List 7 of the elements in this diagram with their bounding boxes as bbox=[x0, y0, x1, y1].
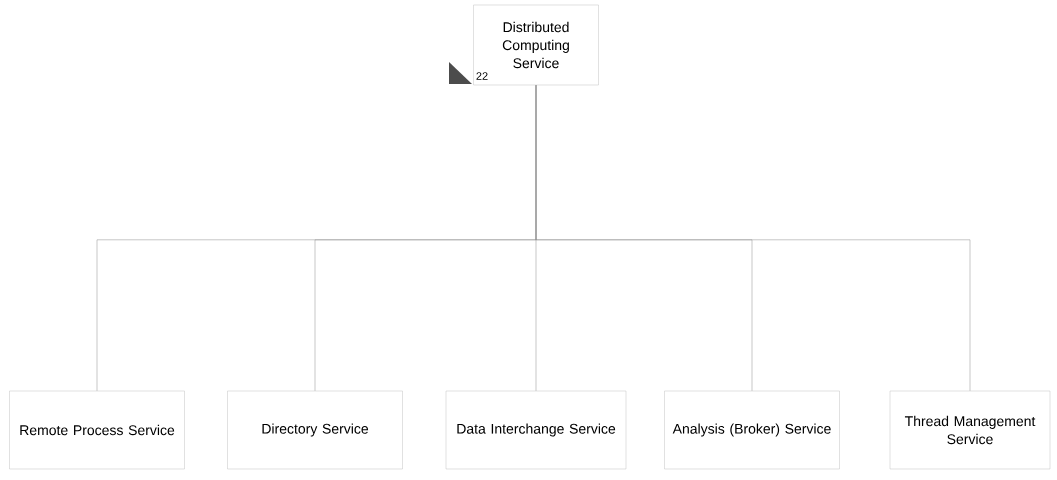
service-box: Directory Service bbox=[227, 390, 403, 470]
service-box: Data Interchange Service bbox=[445, 390, 627, 470]
service-box: Thread Management Service bbox=[889, 390, 1051, 470]
service-box: Analysis (Broker) Service bbox=[664, 390, 840, 470]
service-box: Remote Process Service bbox=[9, 390, 185, 470]
callout-number: 22 bbox=[476, 72, 488, 80]
connector-line bbox=[535, 84, 971, 392]
